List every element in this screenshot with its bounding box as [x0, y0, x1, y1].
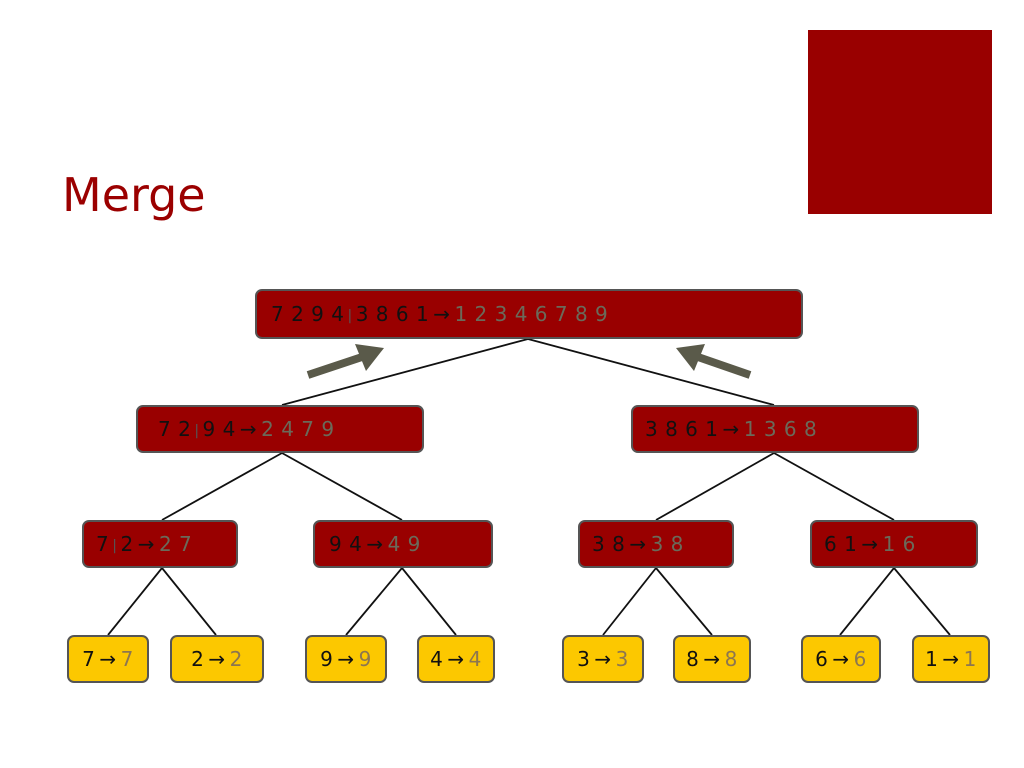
node-input: 3 8 — [592, 532, 626, 556]
node-input: 1 — [925, 647, 939, 671]
tree-node-l2-3: 3 8 → 3 8 — [578, 520, 734, 568]
tree-node-l1-right: 3 8 6 1 → 1 3 6 8 — [631, 405, 919, 453]
node-input-right: 3 8 6 1 — [355, 302, 430, 326]
node-output: 8 — [724, 647, 738, 671]
node-input: 8 — [686, 647, 700, 671]
slide-title: Merge — [62, 168, 206, 222]
node-output: 6 — [853, 647, 867, 671]
node-arrow: → — [99, 647, 117, 671]
edge-l2d-leaf7 — [839, 567, 895, 636]
node-input: 3 8 6 1 — [645, 417, 719, 441]
node-input: 6 — [815, 647, 829, 671]
tree-leaf-2: 2 → 2 — [170, 635, 264, 683]
node-input: 7 — [82, 647, 96, 671]
node-arrow: → — [239, 417, 258, 441]
edge-l1b-l2d — [773, 452, 895, 521]
node-arrow: → — [594, 647, 612, 671]
node-output: 4 9 — [387, 532, 421, 556]
tree-leaf-1: 7 → 7 — [67, 635, 149, 683]
tree-node-l2-4: 6 1 → 1 6 — [810, 520, 978, 568]
node-arrow: → — [722, 417, 740, 441]
tree-leaf-6: 8 → 8 — [673, 635, 751, 683]
node-output: 9 — [358, 647, 372, 671]
node-input: 9 — [320, 647, 334, 671]
node-arrow: → — [447, 647, 465, 671]
node-input-left: 7 2 — [158, 417, 192, 441]
split-divider: | — [112, 538, 118, 554]
node-output: 2 7 — [158, 532, 193, 556]
edge-l1b-l2c — [655, 452, 775, 521]
tree-node-l2-2: 9 4 → 4 9 — [313, 520, 493, 568]
node-output: 1 3 6 8 — [743, 417, 818, 441]
edge-l2b-leaf4 — [401, 567, 457, 636]
node-output: 3 8 — [650, 532, 684, 556]
edge-l1a-l2a — [161, 452, 283, 521]
tree-leaf-5: 3 → 3 — [562, 635, 644, 683]
edge-l2d-leaf8 — [893, 567, 951, 636]
edge-l2c-leaf6 — [655, 567, 713, 636]
tree-leaf-7: 6 → 6 — [801, 635, 881, 683]
node-input: 2 — [191, 647, 205, 671]
node-arrow: → — [832, 647, 850, 671]
tree-node-l1-left: 7 2 | 9 4 → 2 4 7 9 — [136, 405, 424, 453]
accent-square — [808, 30, 992, 214]
node-output: 4 — [468, 647, 482, 671]
node-arrow: → — [337, 647, 355, 671]
edge-root-left — [281, 338, 529, 406]
node-output: 7 — [120, 647, 134, 671]
node-output: 3 — [615, 647, 629, 671]
edge-l2c-leaf5 — [602, 567, 657, 636]
edge-root-right — [527, 338, 775, 406]
split-divider: | — [347, 308, 353, 324]
node-output: 1 2 3 4 6 7 8 9 — [454, 302, 609, 326]
node-output: 1 — [963, 647, 977, 671]
tree-leaf-3: 9 → 9 — [305, 635, 387, 683]
node-arrow: → — [208, 647, 226, 671]
edge-l1a-l2b — [281, 452, 403, 521]
node-arrow: → — [942, 647, 960, 671]
node-arrow: → — [703, 647, 721, 671]
node-input-left: 7 2 9 4 — [271, 302, 345, 326]
node-arrow: → — [861, 532, 879, 556]
node-input: 9 4 — [329, 532, 363, 556]
node-output: 2 4 7 9 — [261, 417, 335, 441]
node-arrow: → — [366, 532, 384, 556]
edge-l2b-leaf3 — [345, 567, 403, 636]
edge-l2a-leaf2 — [161, 567, 217, 636]
tree-node-root: 7 2 9 4 | 3 8 6 1 → 1 2 3 4 6 7 8 9 — [255, 289, 803, 339]
merge-arrow-left-icon — [306, 344, 384, 379]
node-output: 2 — [229, 647, 243, 671]
node-arrow: → — [629, 532, 647, 556]
node-input: 6 1 — [824, 532, 858, 556]
split-divider: | — [194, 423, 200, 439]
edge-l2a-leaf1 — [107, 567, 163, 636]
node-input-left: 7 — [96, 532, 110, 556]
node-input-right: 9 4 — [202, 417, 236, 441]
node-input-right: 2 — [120, 532, 134, 556]
tree-leaf-4: 4 → 4 — [417, 635, 495, 683]
node-arrow: → — [433, 302, 451, 326]
tree-node-l2-1: 7 | 2 → 2 7 — [82, 520, 238, 568]
node-output: 1 6 — [882, 532, 916, 556]
node-input: 3 — [577, 647, 591, 671]
node-input: 4 — [430, 647, 444, 671]
merge-arrow-right-icon — [676, 344, 752, 379]
node-arrow: → — [137, 532, 155, 556]
tree-leaf-8: 1 → 1 — [912, 635, 990, 683]
